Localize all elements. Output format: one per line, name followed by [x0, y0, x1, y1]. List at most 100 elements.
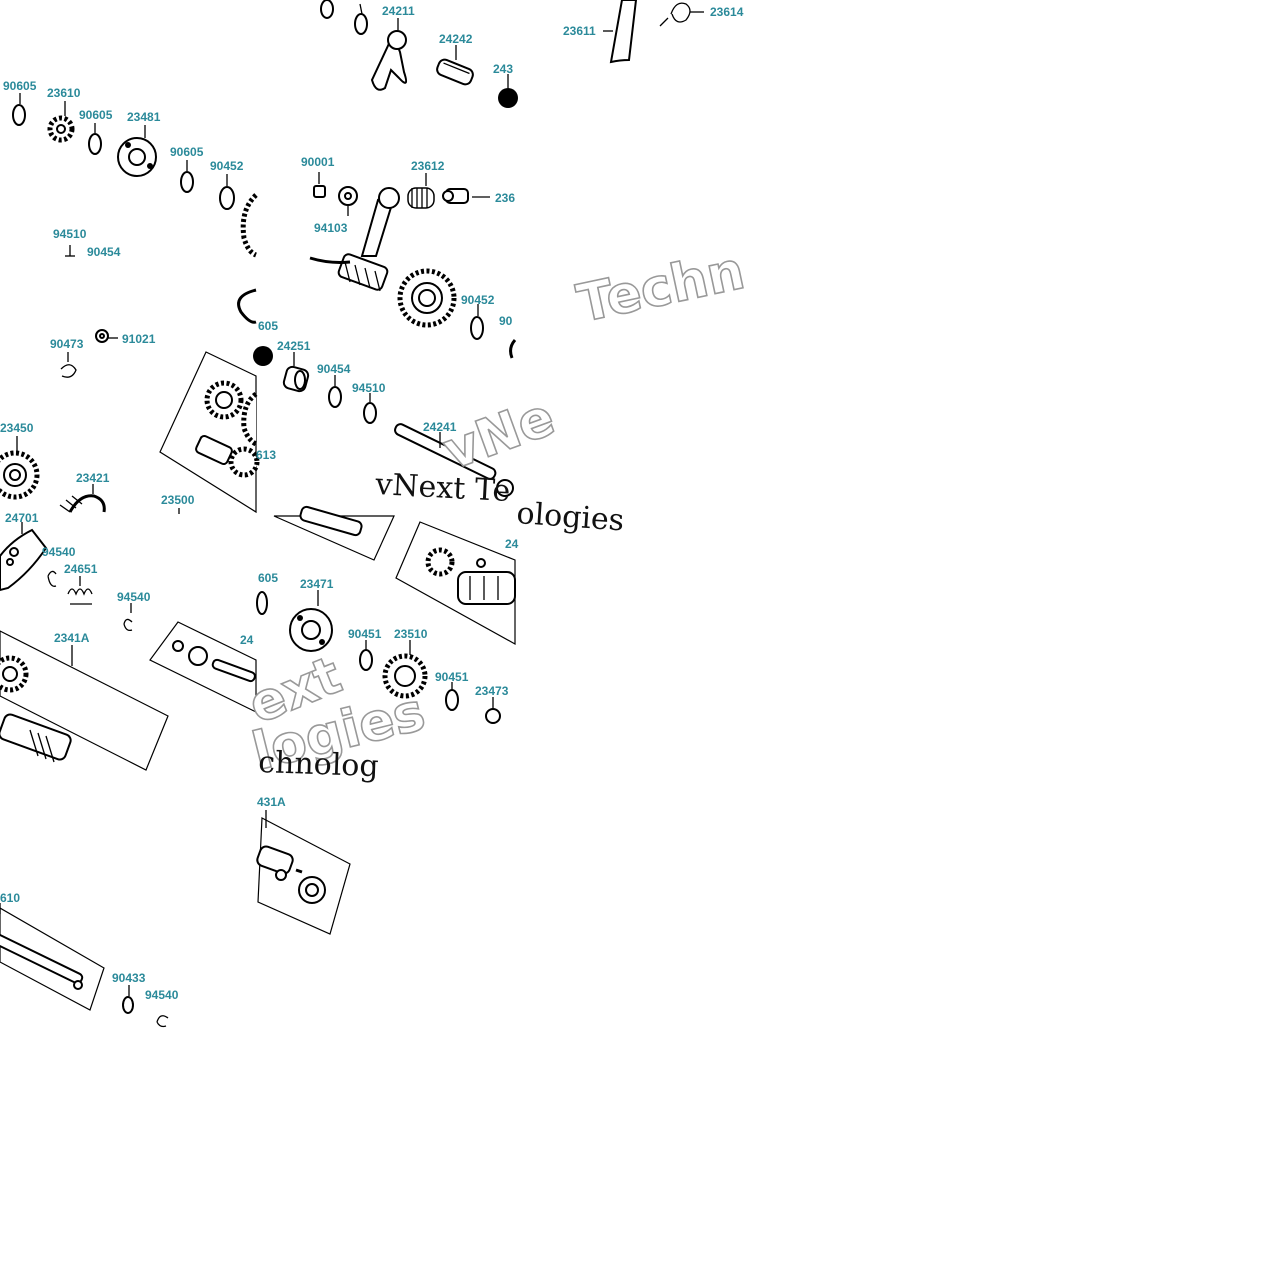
shaft-part	[256, 845, 294, 875]
cam-holder-center	[128, 148, 146, 166]
collar-part	[485, 708, 501, 724]
part-label: 23471	[300, 577, 334, 591]
part-label: 90001	[301, 155, 335, 169]
cam-star-hole	[56, 124, 66, 134]
part-label: 94540	[145, 988, 179, 1002]
part-label: 90605	[79, 108, 113, 122]
part-label: 94103	[314, 221, 348, 235]
splined-shaft	[337, 253, 389, 291]
ring-part	[445, 689, 459, 711]
part-label: 236	[495, 191, 515, 205]
part-label: 90605	[3, 79, 37, 93]
part-label: 23614	[710, 5, 744, 19]
part-label: 23610	[47, 86, 81, 100]
part-label: 23612	[411, 159, 445, 173]
bolt-part	[313, 185, 326, 198]
part-label: 2341A	[54, 631, 90, 645]
drum-assembly-box	[395, 521, 516, 646]
cut-part	[253, 346, 273, 366]
shaft-assembly-box	[0, 907, 105, 1011]
tile-left-row3: 24701 94540 24651 94540 2341A 24	[0, 511, 257, 771]
watermark-text: vNext Te	[374, 467, 512, 509]
tile-middle-row2: 90452 90 605 24251 90454 94510 24241	[253, 253, 517, 497]
shift-drum	[457, 571, 516, 605]
part-label: 90	[499, 314, 513, 328]
part-label: 94510	[53, 227, 87, 241]
fork-boss	[387, 30, 407, 50]
ring-part	[320, 0, 334, 19]
part-label: 90451	[435, 670, 469, 684]
part-label: 90452	[461, 293, 495, 307]
circlip	[156, 1015, 169, 1028]
part-label: 613	[256, 448, 276, 462]
long-shaft	[0, 933, 84, 985]
coil-spring	[67, 588, 93, 605]
part-label: 605	[258, 571, 278, 585]
partial-part	[237, 288, 257, 324]
ring-part	[122, 996, 134, 1014]
part-label: 91021	[122, 332, 156, 346]
part-label: 24241	[423, 420, 457, 434]
ring-part	[359, 649, 373, 671]
shaft-assembly-box	[149, 621, 257, 713]
shaft-assembly-box	[0, 630, 169, 771]
ring-part	[363, 402, 377, 424]
watermark-text: ologies	[515, 496, 625, 538]
part-label: 23450	[0, 421, 34, 435]
shaft-segment	[195, 434, 233, 466]
circlip	[60, 364, 77, 378]
part-label: 24251	[277, 339, 311, 353]
part-label: 243	[493, 62, 513, 76]
gear-partial	[241, 391, 258, 447]
part-label: 23481	[127, 110, 161, 124]
part-label: 24	[240, 633, 254, 647]
part-label: 605	[258, 319, 278, 333]
part-label: 90433	[112, 971, 146, 985]
watermarks: Techn vNe vNext Te ologies ext logies ch…	[240, 240, 751, 784]
ring-part	[328, 386, 342, 408]
cut-part	[496, 479, 514, 497]
part-label: 23421	[76, 471, 110, 485]
tile-left-row2: 23450 23421 23500 613	[0, 421, 276, 514]
arm-boss	[378, 187, 400, 209]
ring-part	[12, 104, 26, 126]
tile-left-row4: 610 90433 94540	[0, 891, 179, 1028]
watermark-text: chnolog	[258, 745, 380, 784]
part-label: 23473	[475, 684, 509, 698]
shaft-part	[211, 658, 256, 683]
splined-shaft	[0, 713, 72, 761]
ring-part	[470, 316, 484, 340]
part-label: 94510	[352, 381, 386, 395]
shaft-assembly-box	[159, 351, 257, 514]
part-label: 90473	[50, 337, 84, 351]
tile-top-middle: 24211 24242 243 23611 23614	[320, 0, 744, 108]
part-label: 90605	[170, 145, 204, 159]
part-label: 23510	[394, 627, 428, 641]
roller-pin	[436, 58, 474, 86]
part-label: 24701	[5, 511, 39, 525]
part-label: 90454	[87, 245, 121, 259]
watermark-text: vNe	[436, 387, 562, 482]
ring-part	[219, 186, 235, 210]
part-label: 24651	[64, 562, 98, 576]
cut-part	[498, 88, 518, 108]
part-label: 90454	[317, 362, 351, 376]
part-label: 90452	[210, 159, 244, 173]
segment-plate	[0, 528, 48, 592]
ring-part	[256, 591, 268, 615]
watermark-text: Techn	[572, 241, 749, 335]
part-label: 94540	[117, 590, 151, 604]
part-label: 610	[0, 891, 20, 905]
circlip	[47, 570, 57, 587]
tile-middle-row3: 24 605 23471 90451 23510 90451 23473	[256, 505, 519, 724]
gear-partial	[68, 494, 106, 513]
part-label: 94540	[42, 545, 76, 559]
part-label: 24211	[382, 4, 415, 18]
part-label: 24242	[439, 32, 473, 46]
gear-part	[228, 446, 260, 478]
part-label: 24	[505, 537, 519, 551]
tile-middle-row4: 431A	[256, 795, 351, 935]
shaft-part	[299, 505, 363, 537]
shaft-24241	[394, 423, 497, 480]
